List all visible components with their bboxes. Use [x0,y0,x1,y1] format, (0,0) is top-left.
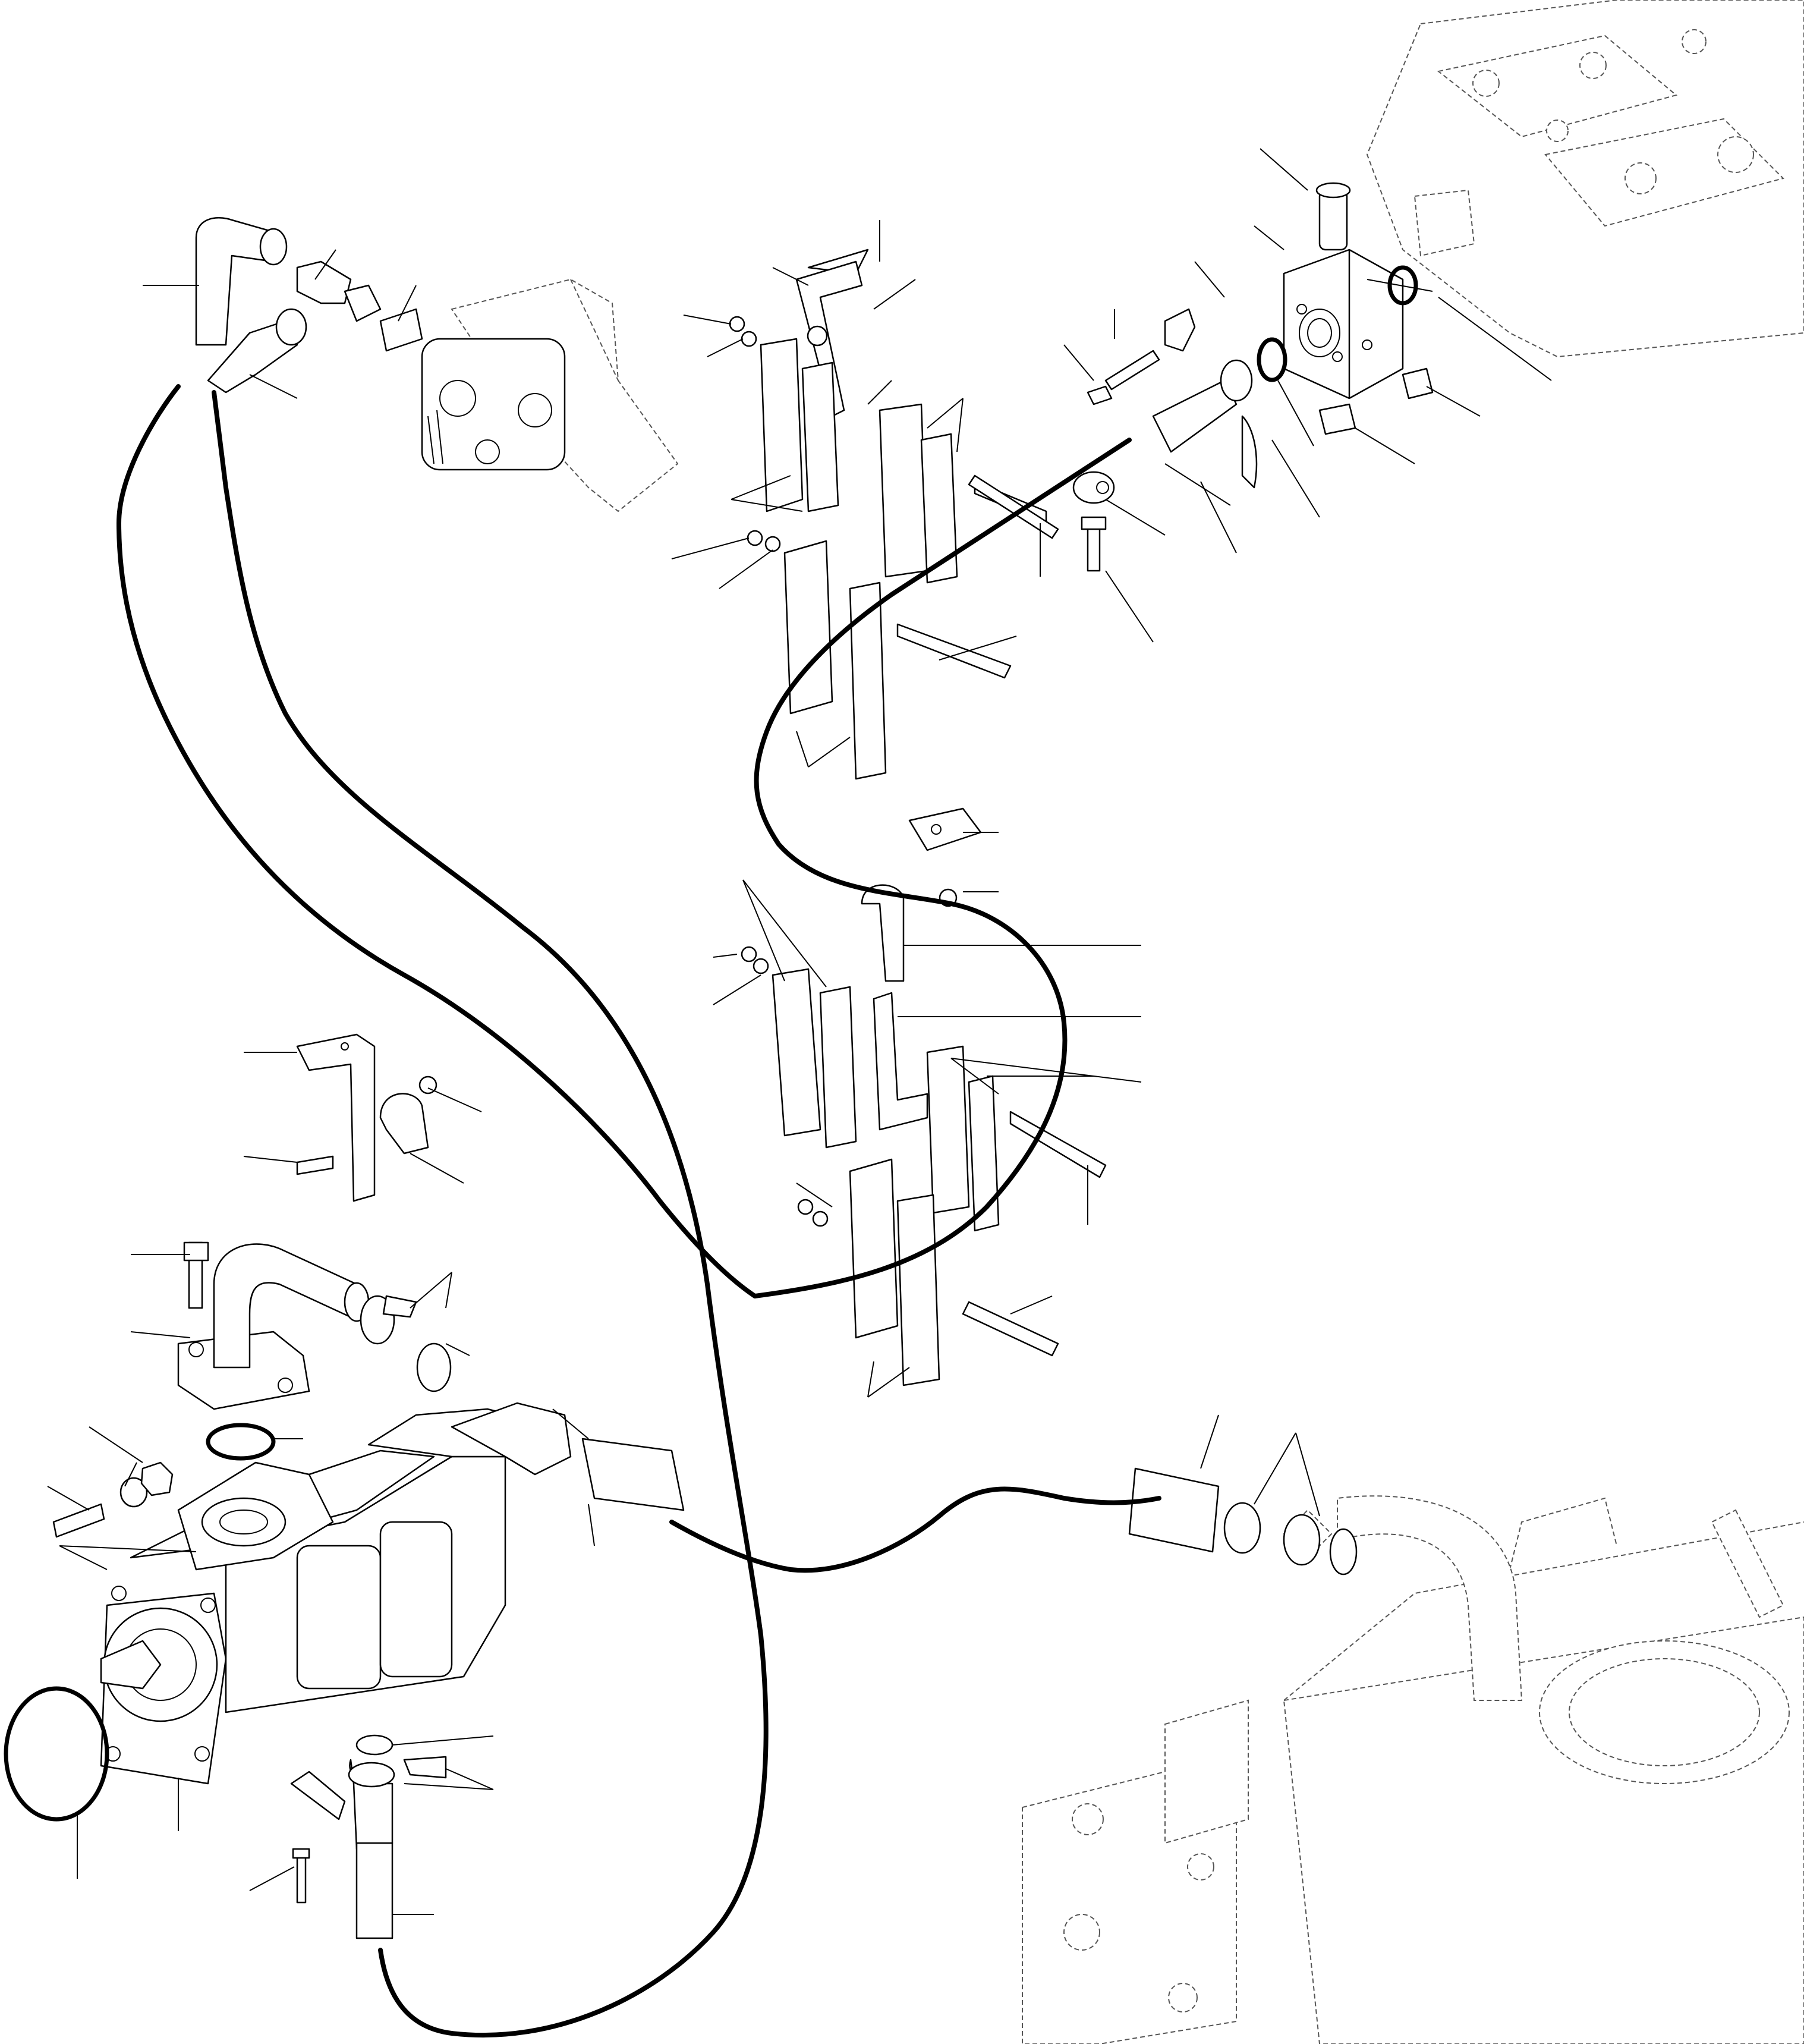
pressure-hose-3 [753,438,1132,1298]
leader-lines [47,148,1552,1915]
suction-flange [177,1241,452,1461]
suction-hose-line [669,1486,1161,1573]
pressure-outlet-fitting [290,1734,447,1939]
hose-fittings-upper [195,217,423,394]
clamp-icon [1223,1502,1261,1554]
clamp-icon [416,1342,452,1392]
hose-clamp-assembly-2 [741,807,1107,1386]
flange-oring-icon [206,1423,276,1461]
clamp-icon [1283,1514,1321,1566]
oring-icon [1387,265,1418,306]
suction-hose [581,1438,1358,1576]
pressure-hose-2 [212,390,769,2037]
pressure-hose-1 [117,384,757,1298]
auxiliary-valve [421,278,679,512]
oring-icon [1257,337,1287,382]
hose-clamp-assembly-1 [729,249,1059,780]
control-valve-block [1366,0,1804,358]
pump-fasteners [52,1461,174,1538]
main-pump [100,1402,572,1785]
support-bracket [296,1033,437,1202]
shaft-oring-icon [4,1686,109,1822]
flange-adapter-block [1087,182,1434,489]
pressure-hoses [117,384,1161,2037]
hydraulic-tank [1022,1495,1804,2044]
